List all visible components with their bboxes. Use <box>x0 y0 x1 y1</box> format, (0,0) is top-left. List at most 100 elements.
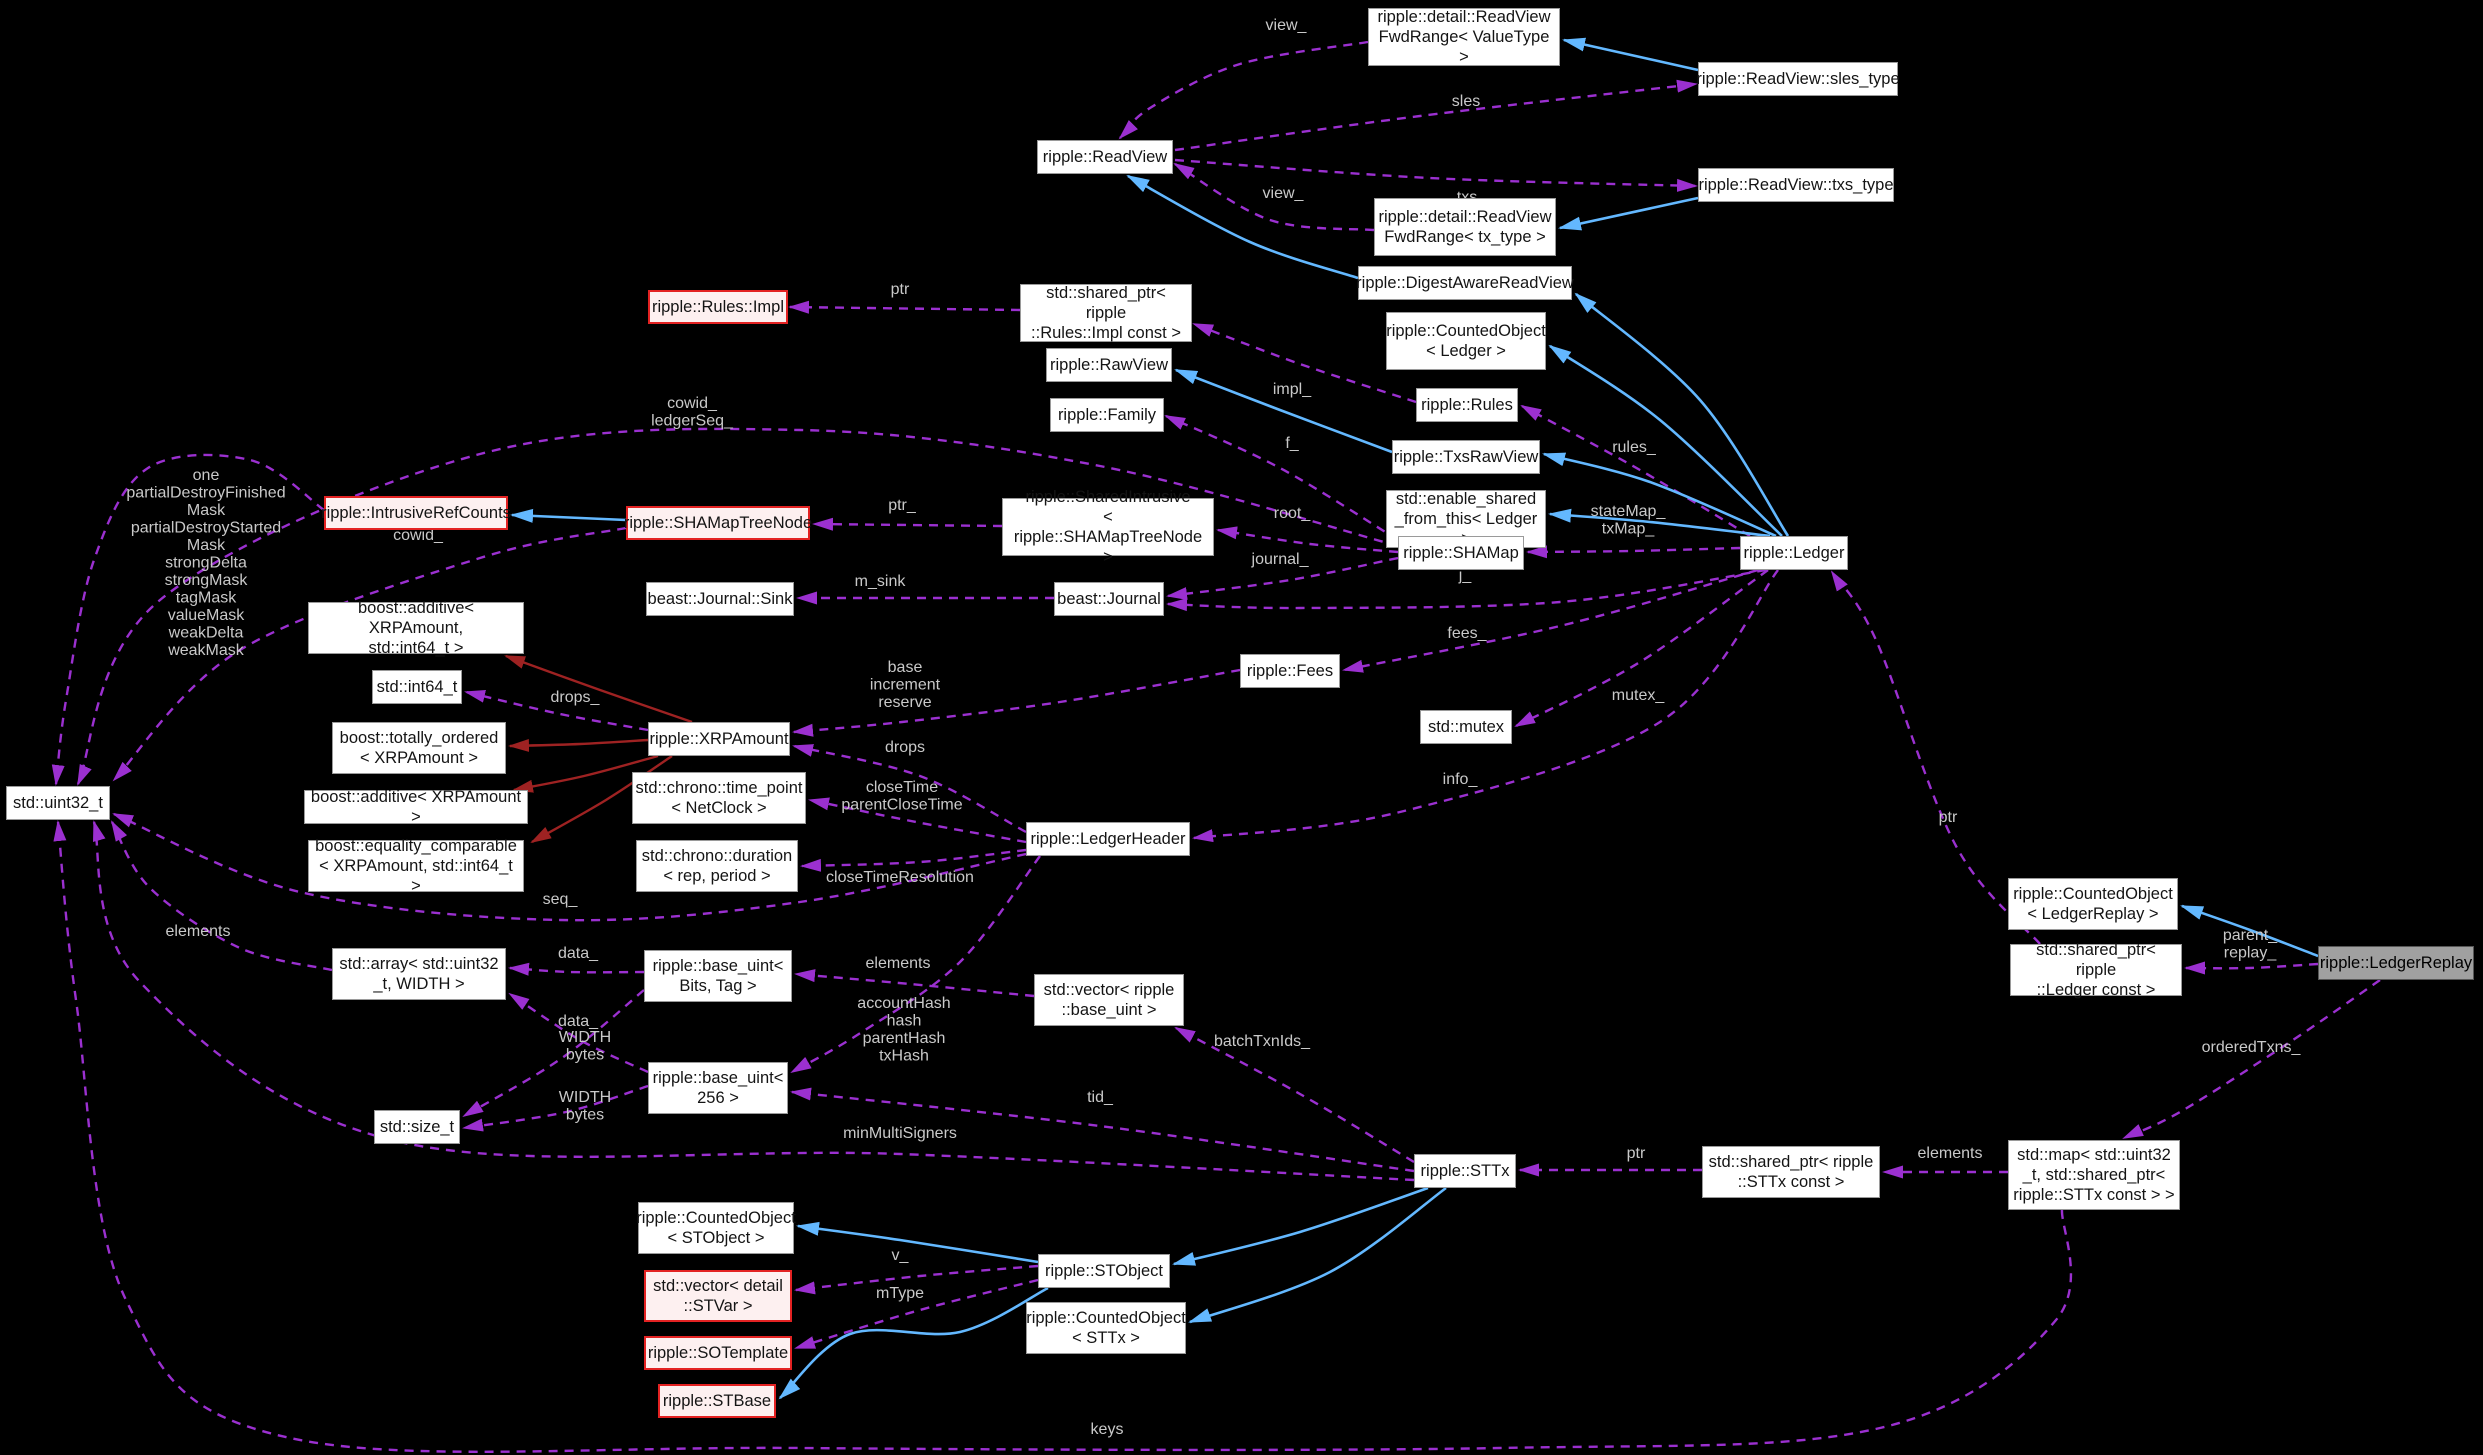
node-sharedptr-rulesimpl[interactable]: std::shared_ptr< ripple ::Rules::Impl co… <box>1020 284 1192 342</box>
edge-intrusive-masks <box>51 453 325 786</box>
node-label-shamap: ripple::SHAMap <box>1403 543 1519 562</box>
node-label-sttx: ripple::STTx <box>1420 1161 1510 1180</box>
node-label-sharedintrusive: ripple::SharedIntrusive < ripple::SHAMap… <box>1013 487 1203 567</box>
edge-width-bytes-2 <box>462 1084 649 1132</box>
node-int64[interactable]: std::int64_t <box>372 670 462 704</box>
edge-ptr-ledger <box>1830 570 2041 945</box>
edge-minmultisigners <box>92 820 1415 1182</box>
edge-label-f: f_ <box>1285 435 1299 452</box>
edge-view-fwdrange-valuetype-to-readview <box>1118 40 1369 140</box>
edge-inherit-ledgerreplay-countedobject <box>2180 904 2319 958</box>
edge-inherit-treenode-intrusive <box>510 508 627 523</box>
node-vector-stvar[interactable]: std::vector< detail ::STVar > <box>644 1270 792 1322</box>
edge-inherit-txstype-fwdrange <box>1558 196 1699 231</box>
edge-info <box>1192 569 1779 843</box>
node-rawview[interactable]: ripple::RawView <box>1046 348 1172 382</box>
edge-label-rules-member: rules_ <box>1612 439 1657 456</box>
edge-template-xrp-equality <box>530 755 673 844</box>
edge-inherit-ledger-enableshared <box>1548 508 1771 538</box>
node-countedobject-ledgerreplay[interactable]: ripple::CountedObject < LedgerReplay > <box>2008 878 2178 930</box>
node-journal[interactable]: beast::Journal <box>1054 582 1164 616</box>
node-label-rawview: ripple::RawView <box>1050 355 1168 374</box>
node-intrusiverefcounts[interactable]: ripple::IntrusiveRefCounts <box>321 496 511 530</box>
edge-inherit-ledger-countedobject <box>1548 344 1783 537</box>
node-xrpamount[interactable]: ripple::XRPAmount <box>648 722 790 756</box>
node-label-fees: ripple::Fees <box>1246 661 1334 680</box>
edge-label-fees-member: fees_ <box>1447 625 1487 642</box>
edge-cowid-ledgerseq <box>76 427 1399 786</box>
edge-statemap-txmap <box>1526 545 1741 559</box>
node-fees[interactable]: ripple::Fees <box>1240 654 1340 688</box>
node-ledger[interactable]: ripple::Ledger <box>1740 536 1848 570</box>
edge-data-2 <box>508 992 649 1074</box>
node-chrono-duration[interactable]: std::chrono::duration < rep, period > <box>636 840 798 892</box>
node-txsrawview[interactable]: ripple::TxsRawView <box>1392 440 1540 474</box>
node-sharedintrusive[interactable]: ripple::SharedIntrusive < ripple::SHAMap… <box>1002 488 1214 566</box>
node-ledgerheader[interactable]: ripple::LedgerHeader <box>1026 822 1190 856</box>
edge-closetime-parentclosetime <box>808 797 1027 844</box>
node-vector-baseuint[interactable]: std::vector< ripple ::base_uint > <box>1034 974 1184 1026</box>
node-chrono-timepoint[interactable]: std::chrono::time_point < NetClock > <box>632 772 806 824</box>
node-sharedptr-sttx[interactable]: std::shared_ptr< ripple ::STTx const > <box>1702 1146 1880 1198</box>
edge-elements-array <box>110 820 333 972</box>
node-baseuint-bits-tag[interactable]: ripple::base_uint< Bits, Tag > <box>644 950 792 1002</box>
node-boost-additive-xrp[interactable]: boost::additive< XRPAmount > <box>304 788 528 826</box>
node-label-rules-impl: ripple::Rules::Impl <box>651 297 785 316</box>
node-label-array-uint32: std::array< std::uint32 _t, WIDTH > <box>339 954 499 993</box>
node-mutex[interactable]: std::mutex <box>1420 710 1512 744</box>
node-sizet[interactable]: std::size_t <box>374 1110 460 1144</box>
edge-label-minmultisigners: minMultiSigners <box>843 1125 957 1142</box>
node-boost-totally-ordered[interactable]: boost::totally_ordered < XRPAmount > <box>332 722 506 774</box>
node-label-vector-stvar: std::vector< detail ::STVar > <box>653 1276 783 1315</box>
edge-label-seq: seq_ <box>543 891 579 908</box>
node-label-digestawarereadview: ripple::DigestAwareReadView <box>1356 273 1574 292</box>
node-shamaptreenode[interactable]: ripple::SHAMapTreeNode <box>624 506 812 540</box>
edge-inherit-stobject-stbase <box>778 1286 1049 1400</box>
node-countedobject-sttx[interactable]: ripple::CountedObject < STTx > <box>1026 1302 1186 1354</box>
node-label-boost-totally-ordered: boost::totally_ordered < XRPAmount > <box>339 728 499 767</box>
node-ledgerreplay[interactable]: ripple::LedgerReplay <box>2318 946 2474 980</box>
node-stbase[interactable]: ripple::STBase <box>658 1384 776 1418</box>
node-uint32[interactable]: std::uint32_t <box>6 786 110 820</box>
node-label-readview: ripple::ReadView <box>1042 147 1168 166</box>
node-array-uint32[interactable]: std::array< std::uint32 _t, WIDTH > <box>332 948 506 1000</box>
node-label-mutex: std::mutex <box>1427 717 1505 736</box>
node-readview-fwdrange-txtype[interactable]: ripple::detail::ReadView FwdRange< tx_ty… <box>1374 198 1556 256</box>
node-label-readview-sles-type: ripple::ReadView::sles_type <box>1696 69 1900 88</box>
edge-elements-vector-baseuint <box>794 969 1035 998</box>
node-family[interactable]: ripple::Family <box>1050 398 1164 432</box>
node-rules[interactable]: ripple::Rules <box>1416 388 1518 422</box>
edge-label-mutex-member: mutex_ <box>1612 687 1666 704</box>
node-sharedptr-ledger[interactable]: std::shared_ptr< ripple ::Ledger const > <box>2010 941 2182 999</box>
node-readview-fwdrange-valuetype[interactable]: ripple::detail::ReadView FwdRange< Value… <box>1368 8 1560 66</box>
node-label-sharedptr-sttx: std::shared_ptr< ripple ::STTx const > <box>1708 1152 1874 1191</box>
node-readview-txs-type[interactable]: ripple::ReadView::txs_type <box>1698 168 1894 202</box>
edge-label-ptr-ledger: ptr <box>1939 809 1958 826</box>
node-journal-sink[interactable]: beast::Journal::Sink <box>646 582 794 616</box>
node-shamap[interactable]: ripple::SHAMap <box>1398 536 1524 570</box>
edge-label-orderedtxns: orderedTxns_ <box>2202 1039 2302 1056</box>
node-countedobject-ledger[interactable]: ripple::CountedObject < Ledger > <box>1386 312 1546 370</box>
node-countedobject-stobject[interactable]: ripple::CountedObject < STObject > <box>636 1202 796 1254</box>
node-digestawarereadview[interactable]: ripple::DigestAwareReadView <box>1356 266 1574 300</box>
edge-label-m-sink: m_sink <box>855 573 907 590</box>
node-boost-additive-int64[interactable]: boost::additive< XRPAmount, std::int64_t… <box>308 599 524 657</box>
edge-v <box>794 1264 1039 1295</box>
node-readview[interactable]: ripple::ReadView <box>1037 140 1173 174</box>
edge-label-mtype: mType <box>876 1285 924 1302</box>
node-readview-sles-type[interactable]: ripple::ReadView::sles_type <box>1696 62 1900 96</box>
node-stobject[interactable]: ripple::STObject <box>1038 1254 1170 1288</box>
node-label-sotemplate: ripple::SOTemplate <box>647 1343 789 1362</box>
node-sotemplate[interactable]: ripple::SOTemplate <box>644 1336 792 1370</box>
node-boost-equality-comparable[interactable]: boost::equality_comparable < XRPAmount, … <box>308 837 524 895</box>
node-rules-impl[interactable]: ripple::Rules::Impl <box>648 290 788 324</box>
node-map-sttx[interactable]: std::map< std::uint32 _t, std::shared_pt… <box>2008 1140 2180 1210</box>
edge-inherit-ledger-txsrawview <box>1542 452 1777 538</box>
edge-label-closetimeresolution: closeTimeResolution <box>826 869 974 886</box>
edge-inherit-stobject-countedobject <box>796 1221 1039 1264</box>
edge-ptr-rulesimpl <box>788 300 1021 314</box>
node-sttx[interactable]: ripple::STTx <box>1414 1154 1516 1188</box>
node-baseuint-256[interactable]: ripple::base_uint< 256 > <box>648 1062 788 1114</box>
